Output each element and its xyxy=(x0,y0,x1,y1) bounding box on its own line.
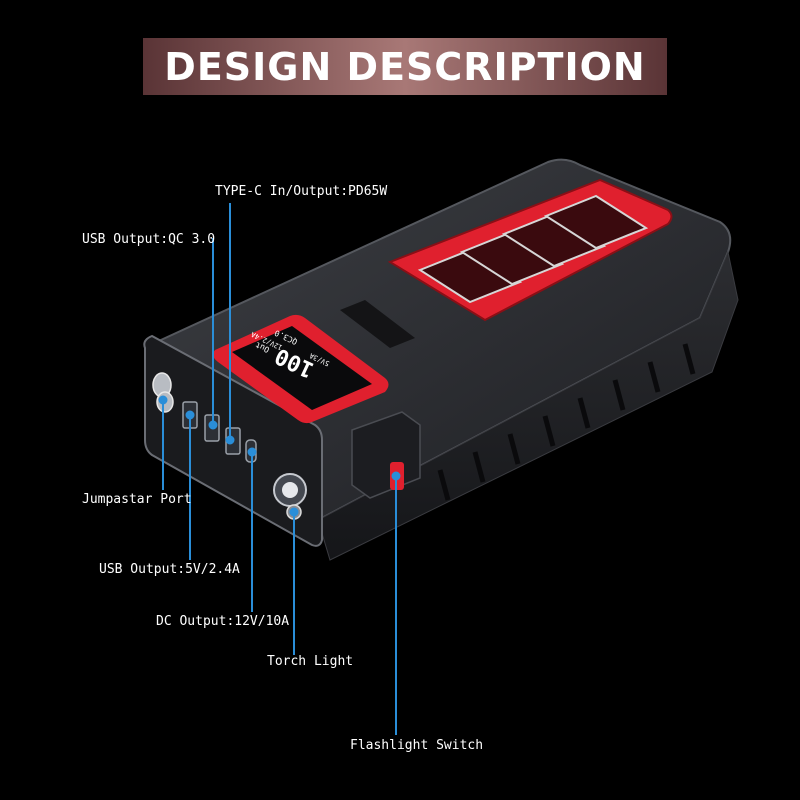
top-slot xyxy=(340,300,415,348)
callout-usb-qc: USB Output:QC 3.0 xyxy=(82,232,216,247)
torch-light-icon xyxy=(273,473,307,507)
red-panel-slots xyxy=(417,194,649,304)
callout-flashlight-switch: Flashlight Switch xyxy=(350,738,484,753)
callout-usb-5v: USB Output:5V/2.4A xyxy=(99,562,240,577)
callout-jumpstar-port: Jumpastar Port xyxy=(82,492,192,507)
callout-type-c: TYPE-C In/Output:PD65W xyxy=(215,184,388,199)
leader-lines xyxy=(158,203,401,735)
display-screen xyxy=(232,326,372,410)
side-ribs xyxy=(437,343,696,501)
page-title: DESIGN DESCRIPTION xyxy=(164,44,646,89)
device-side-face xyxy=(317,250,739,561)
callout-dc-output: DC Output:12V/10A xyxy=(156,614,290,629)
title-banner: DESIGN DESCRIPTION xyxy=(143,38,667,95)
callout-torch-light: Torch Light xyxy=(267,654,354,669)
